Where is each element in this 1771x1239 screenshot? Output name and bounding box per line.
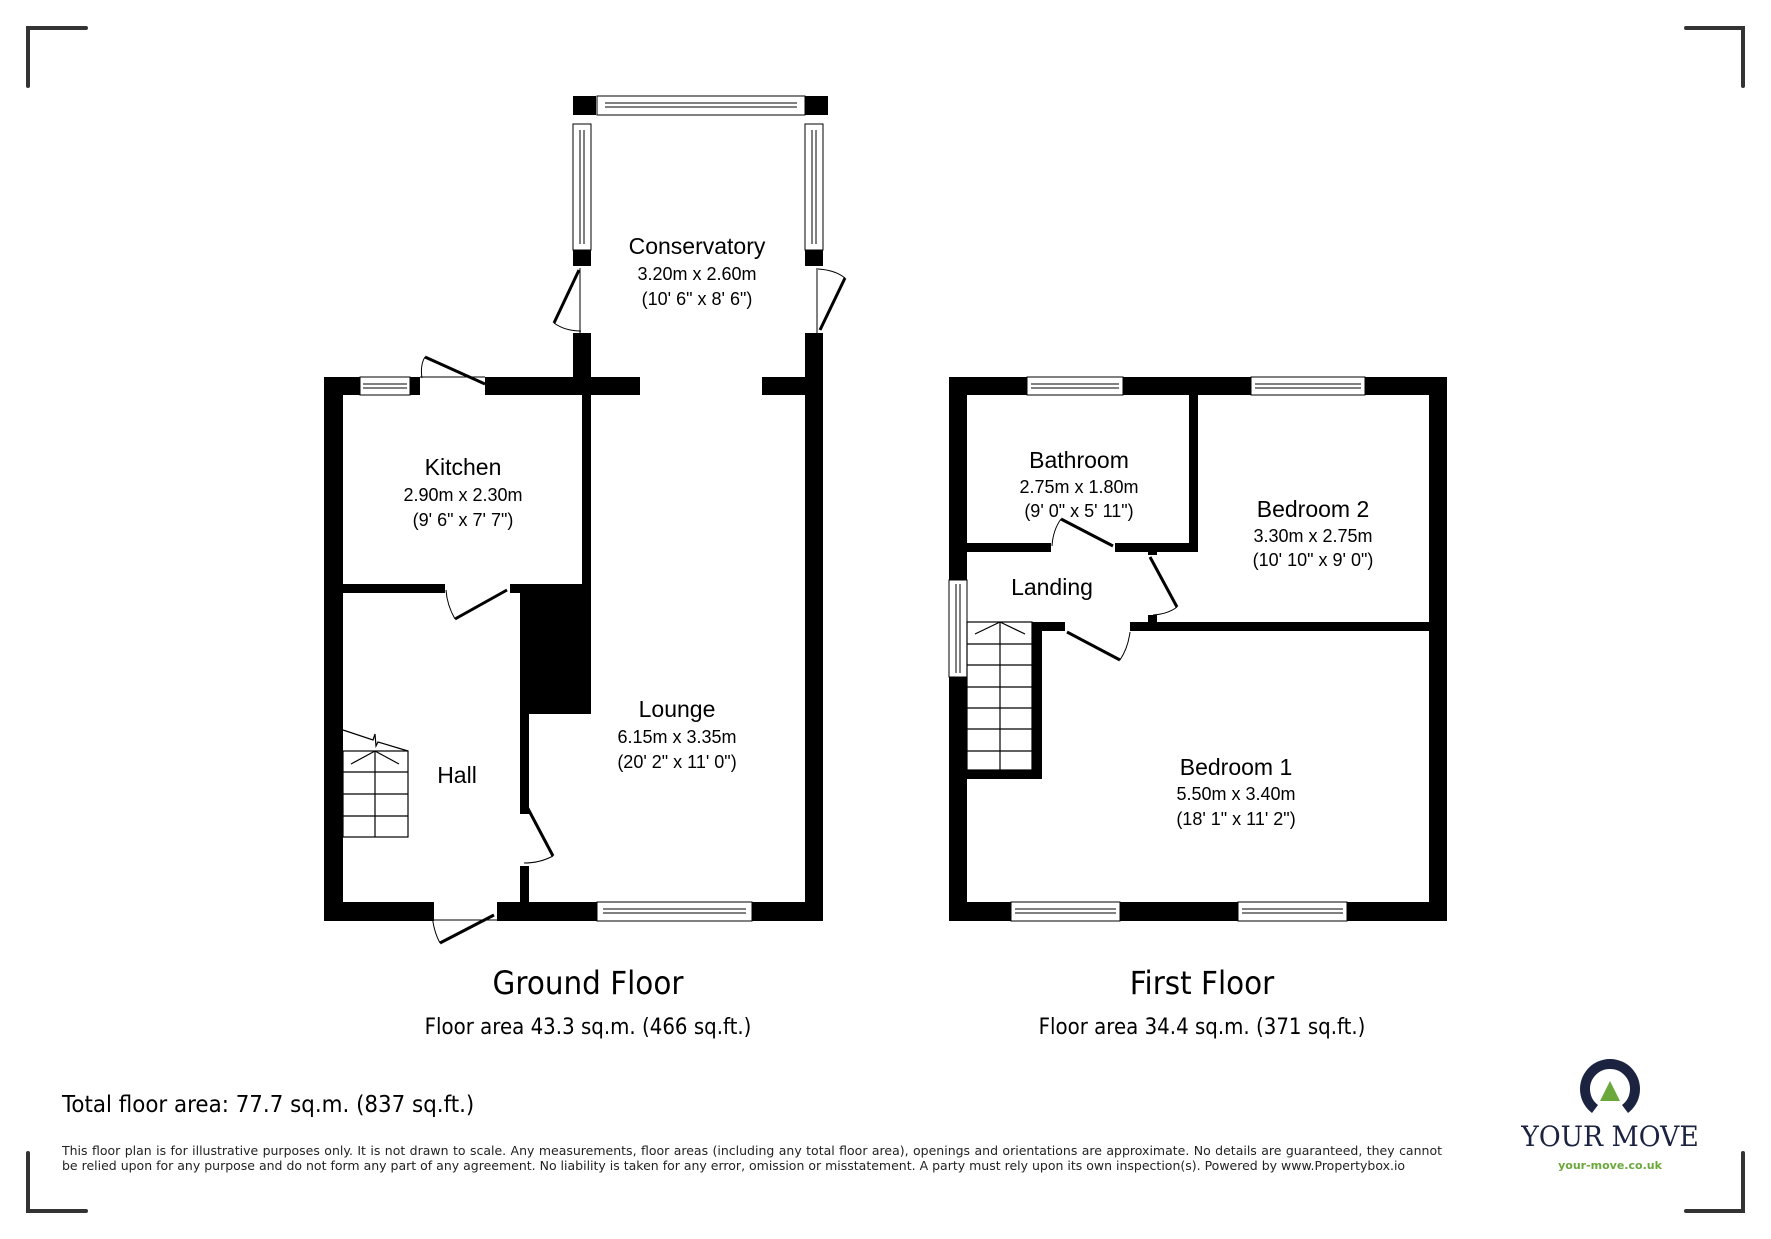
room-dims-imperial-lounge: (20' 2" x 11' 0") [617,752,736,772]
room-name-hall: Hall [437,762,477,788]
logo-brand-text: YOUR MOVE [1521,1120,1699,1153]
first-floor-stairs [966,621,1033,771]
room-dims-bedroom-2: 3.30m x 2.75m [1253,526,1372,546]
ground-floor-labels: Conservatory 3.20m x 2.60m (10' 6" x 8' … [403,233,765,788]
room-name-conservatory: Conservatory [629,233,766,259]
room-dims-imperial-bedroom-1: (18' 1" x 11' 2") [1176,809,1295,829]
first-floor-area: Floor area 34.4 sq.m. (371 sq.ft.) [1038,1015,1366,1040]
room-dims-bedroom-1: 5.50m x 3.40m [1176,784,1295,804]
ground-floor-title: Ground Floor [492,964,684,1002]
ground-floor-plan [324,96,828,921]
first-floor-doors [1051,517,1179,662]
ground-floor-stairs [342,729,409,838]
corner-bracket-bottom-left [26,1151,88,1213]
corner-bracket-bottom-right [1684,1151,1745,1213]
ground-floor-doors [420,268,847,945]
room-dims-imperial-conservatory: (10' 6" x 8' 6") [642,289,753,309]
room-dims-imperial-bathroom: (9' 0" x 5' 11") [1024,501,1133,521]
room-dims-kitchen: 2.90m x 2.30m [403,485,522,505]
room-dims-imperial-kitchen: (9' 6" x 7' 7") [413,510,514,530]
corner-bracket-top-left [26,26,88,88]
first-floor-labels: Bathroom 2.75m x 1.80m (9' 0" x 5' 11") … [1011,447,1373,829]
total-floor-area: Total floor area: 77.7 sq.m. (837 sq.ft.… [62,1092,475,1118]
logo-ring-icon [1580,1059,1640,1113]
logo-url-text: your-move.co.uk [1558,1159,1662,1172]
room-name-bedroom-2: Bedroom 2 [1257,496,1370,522]
room-name-lounge: Lounge [639,696,716,722]
ground-floor-windows [359,95,824,922]
room-name-kitchen: Kitchen [425,454,502,480]
first-floor-windows [948,376,1366,922]
room-dims-conservatory: 3.20m x 2.60m [637,264,756,284]
your-move-logo: YOUR MOVE your-move.co.uk [1510,1055,1710,1172]
room-dims-bathroom: 2.75m x 1.80m [1019,477,1138,497]
corner-bracket-top-right [1684,26,1745,88]
first-floor-title: First Floor [1129,964,1275,1002]
disclaimer-text: This floor plan is for illustrative purp… [62,1143,1442,1173]
room-dims-lounge: 6.15m x 3.35m [617,727,736,747]
room-name-bedroom-1: Bedroom 1 [1180,754,1293,780]
ground-floor-area: Floor area 43.3 sq.m. (466 sq.ft.) [424,1015,752,1040]
room-dims-imperial-bedroom-2: (10' 10" x 9' 0") [1253,550,1374,570]
first-floor-plan [949,377,1447,921]
room-name-landing: Landing [1011,574,1093,600]
room-name-bathroom: Bathroom [1029,447,1129,473]
